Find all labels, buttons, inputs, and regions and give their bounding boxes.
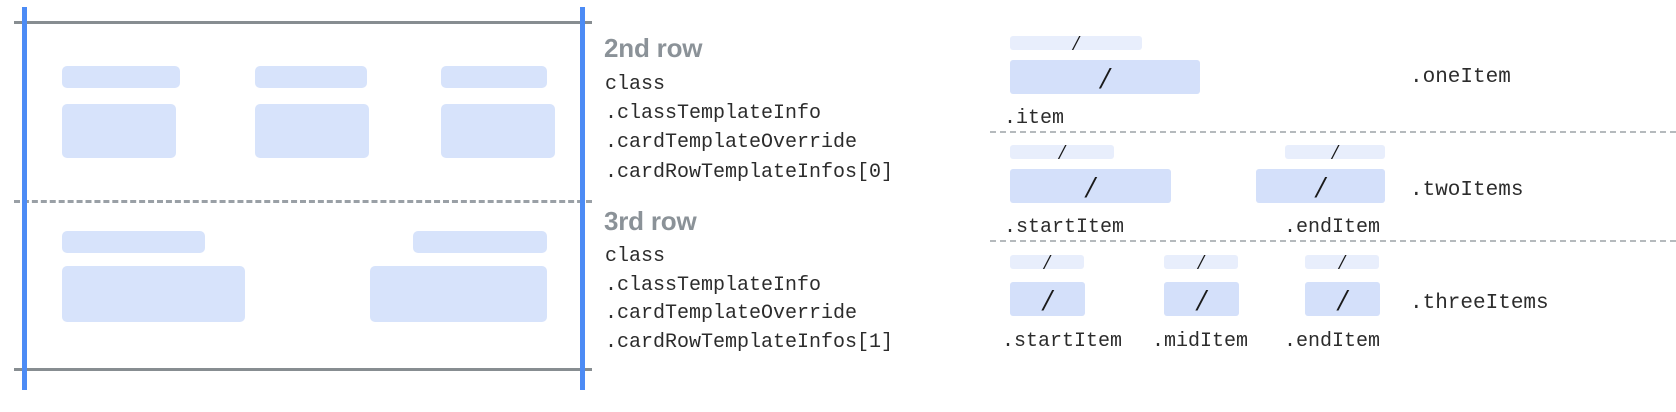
row1-col1-label-bar (62, 66, 180, 88)
one-item-sub-label: .item (1004, 107, 1065, 130)
three-items-end-main-bar: / (1305, 282, 1380, 316)
second-row-code-line-4: .cardRowTemplateInfos[0] (605, 161, 894, 184)
left-guide-line (22, 7, 27, 390)
second-row-heading: 2nd row (604, 33, 703, 63)
row1-col2-label-bar (255, 66, 367, 88)
slash-glyph: / (1086, 168, 1095, 204)
right-guide-line (580, 7, 585, 390)
bottom-rule (14, 368, 592, 371)
third-row-code-line-3: .cardTemplateOverride (605, 302, 858, 325)
slash-glyph: / (1316, 168, 1325, 204)
second-row-code-line-3: .cardTemplateOverride (605, 131, 858, 154)
second-row-code-line-1: class (605, 73, 666, 96)
variant-separator-1 (990, 131, 1676, 133)
row1-col3-label-bar (441, 66, 547, 88)
three-items-start-main-bar: / (1010, 282, 1085, 316)
two-items-start-main-bar: / (1010, 169, 1171, 203)
two-items-end-sub-label: .endItem (1284, 216, 1381, 239)
slash-glyph: / (1044, 249, 1050, 274)
third-row-code-line-2: .classTemplateInfo (605, 274, 822, 297)
slash-glyph: / (1059, 139, 1065, 164)
one-item-small-bar: / (1010, 32, 1142, 53)
slash-glyph: / (1100, 59, 1110, 95)
two-items-start-sub-label: .startItem (1004, 216, 1125, 239)
slash-glyph: / (1338, 281, 1347, 317)
three-items-end-sub-label: .endItem (1284, 330, 1381, 353)
slash-glyph: / (1332, 139, 1338, 164)
third-row-code-line-4: .cardRowTemplateInfos[1] (605, 331, 894, 354)
row1-col3-content-block (441, 104, 555, 158)
one-item-group-label: .oneItem (1410, 66, 1511, 89)
two-items-group-label: .twoItems (1410, 179, 1524, 202)
third-row-code-line-1: class (605, 245, 666, 268)
row-divider-dashed (14, 200, 592, 203)
one-item-main-bar: / (1010, 60, 1200, 94)
card-rows-wireframe (0, 0, 592, 412)
row2-col2-content-block (370, 266, 547, 322)
second-row-code-line-2: .classTemplateInfo (605, 102, 822, 125)
two-items-end-main-bar: / (1256, 169, 1385, 203)
row1-col2-content-block (255, 104, 369, 158)
two-items-start-small-bar: / (1010, 141, 1114, 162)
item-variants-panel: / / .item .oneItem / / .startItem / / .e… (984, 0, 1676, 412)
two-items-end-small-bar: / (1285, 141, 1385, 162)
three-items-end-small-bar: / (1305, 251, 1379, 272)
row2-col1-label-bar (62, 231, 205, 253)
top-rule (14, 21, 592, 24)
variant-separator-2 (990, 240, 1676, 242)
slash-glyph: / (1073, 30, 1079, 55)
three-items-mid-main-bar: / (1164, 282, 1239, 316)
three-items-mid-sub-label: .midItem (1152, 330, 1249, 353)
row2-col1-content-block (62, 266, 245, 322)
slash-glyph: / (1198, 249, 1204, 274)
slash-glyph: / (1197, 281, 1206, 317)
three-items-mid-small-bar: / (1164, 251, 1238, 272)
three-items-start-sub-label: .startItem (1002, 330, 1123, 353)
three-items-start-small-bar: / (1010, 251, 1084, 272)
row-descriptions: 2nd row class .classTemplateInfo .cardTe… (604, 0, 984, 412)
three-items-group-label: .threeItems (1410, 292, 1549, 315)
row2-col2-label-bar (413, 231, 547, 253)
slash-glyph: / (1339, 249, 1345, 274)
third-row-heading: 3rd row (604, 206, 697, 236)
slash-glyph: / (1043, 281, 1052, 317)
row1-col1-content-block (62, 104, 176, 158)
